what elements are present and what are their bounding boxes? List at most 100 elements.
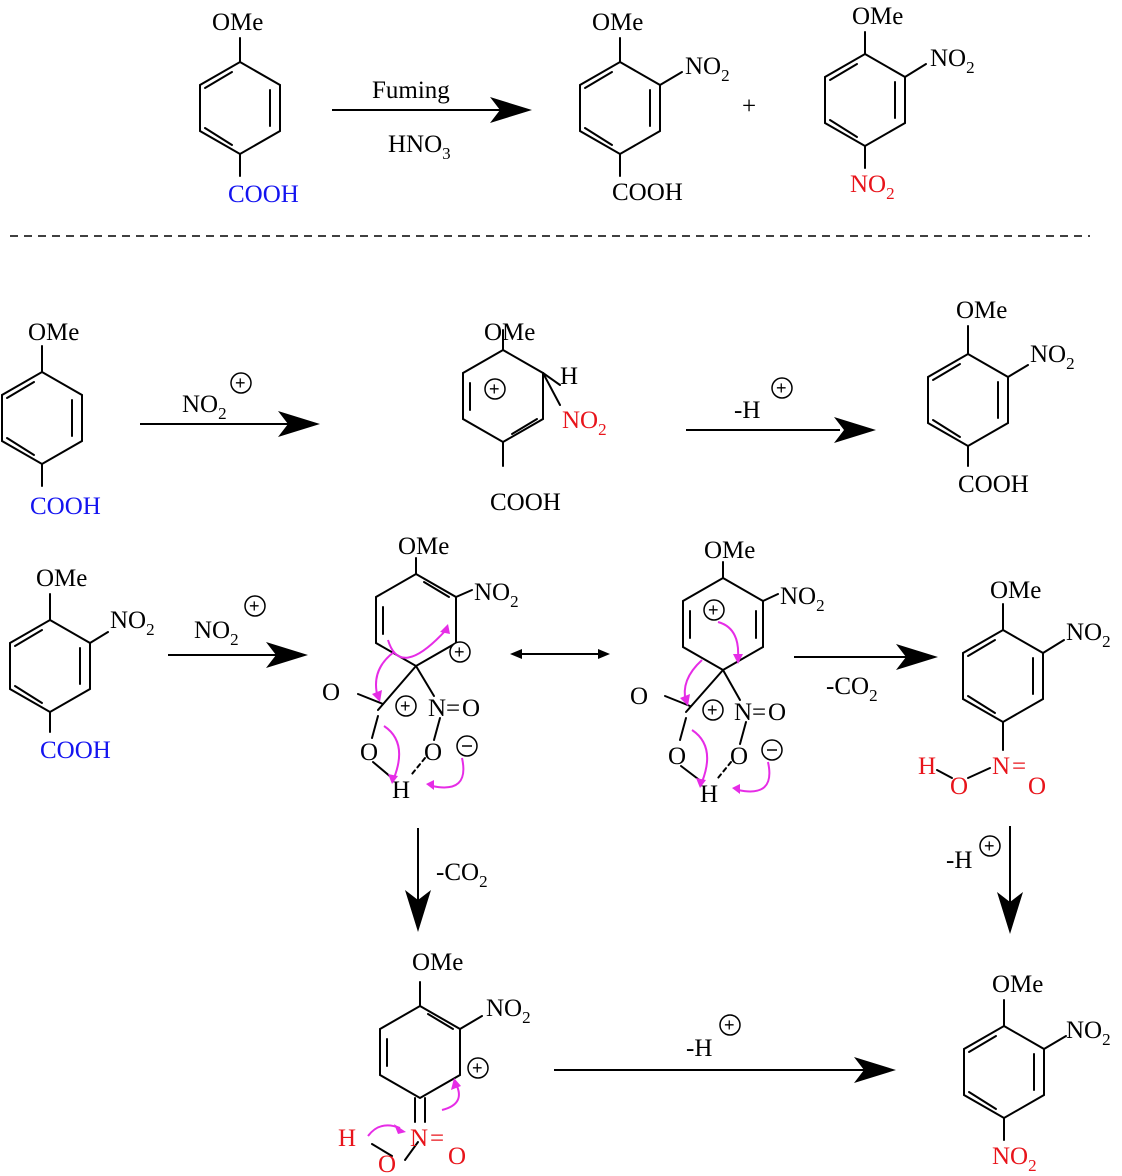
arrow-minus-co2-down: -CO2 bbox=[405, 828, 488, 932]
ome-label: OMe bbox=[36, 565, 87, 592]
ome-label: OMe bbox=[212, 9, 263, 36]
eq-label: = bbox=[430, 1125, 444, 1152]
arrow-fuming-hno3: Fuming HNO3 bbox=[332, 77, 532, 163]
reactant-3-nitro-row2: OMe NO2 COOH bbox=[9, 565, 155, 764]
ome-label: OMe bbox=[28, 319, 79, 346]
no2-label: NO2 bbox=[1066, 1017, 1111, 1049]
cooh-label: COOH bbox=[40, 737, 111, 764]
hno3-label: HNO3 bbox=[388, 131, 451, 163]
product-2-4-dinitro-final: OMe NO2 NO2 bbox=[963, 971, 1111, 1175]
ome-label: OMe bbox=[592, 9, 643, 36]
nitronium-label: NO2 bbox=[182, 391, 227, 423]
carbonyl-o-label: O bbox=[630, 683, 648, 710]
o-label: O bbox=[950, 773, 968, 800]
svg-text:+: + bbox=[454, 642, 465, 662]
arrow-nitronium-row2: NO2 + bbox=[168, 595, 308, 668]
cooh-label: COOH bbox=[228, 181, 299, 208]
h-label: H bbox=[918, 753, 936, 780]
o-label: O bbox=[378, 1151, 396, 1176]
no2-label: NO2 bbox=[486, 995, 531, 1027]
arrow-minus-h-down: -H + bbox=[946, 826, 1023, 934]
hydroxyl-o-label: O bbox=[668, 743, 686, 770]
h-label: H bbox=[560, 363, 578, 390]
arrow-minus-h-row3: -H + bbox=[554, 1014, 896, 1083]
no2-label: NO2 bbox=[685, 53, 730, 85]
no2-red-label: NO2 bbox=[850, 171, 895, 203]
no2-label: NO2 bbox=[930, 45, 975, 77]
svg-text:+: + bbox=[707, 700, 718, 720]
svg-text:+: + bbox=[489, 379, 500, 399]
eq-label: = bbox=[1012, 753, 1026, 780]
no2-label: NO2 bbox=[1030, 341, 1075, 373]
ome-label: OMe bbox=[398, 533, 449, 560]
o-label: O bbox=[448, 1143, 466, 1170]
no2-label: NO2 bbox=[1066, 619, 1111, 651]
minus-co2-label: -CO2 bbox=[826, 673, 878, 705]
minus-h-label: -H bbox=[946, 847, 972, 874]
arrow-minus-co2-row2: -CO2 bbox=[794, 644, 938, 705]
svg-text:+: + bbox=[472, 1058, 483, 1078]
curly-arrows-c bbox=[367, 1078, 461, 1137]
no2-label: NO2 bbox=[474, 579, 519, 611]
h-label: H bbox=[338, 1125, 356, 1152]
minus-h-label: -H bbox=[734, 397, 760, 424]
no2-label: NO2 bbox=[780, 583, 825, 615]
nitrite-o-label: O bbox=[730, 743, 748, 770]
product-2-4-dinitro-top: OMe NO2 NO2 bbox=[824, 3, 975, 203]
minus-h-label: -H bbox=[686, 1035, 712, 1062]
ome-label: OMe bbox=[956, 297, 1007, 324]
ome-label: OMe bbox=[412, 949, 463, 976]
nitrite-o-label: O bbox=[424, 739, 442, 766]
minus-co2-label: -CO2 bbox=[436, 859, 488, 891]
h-label: H bbox=[392, 777, 410, 804]
product-3-nitro-row1: OMe NO2 COOH bbox=[927, 297, 1075, 498]
reactant-anisic-acid-top: OMe COOH bbox=[199, 9, 299, 208]
n-label: N bbox=[992, 753, 1010, 780]
aryl-nitro-acid-product: OMe NO2 N = O O H bbox=[918, 577, 1111, 800]
curly-arrows-b bbox=[680, 621, 771, 794]
no2-label: NO2 bbox=[110, 607, 155, 639]
ome-label: OMe bbox=[992, 971, 1043, 998]
plus-sign: + bbox=[742, 93, 756, 120]
svg-text:+: + bbox=[235, 373, 246, 393]
hydroxyl-o-label: O bbox=[360, 739, 378, 766]
o-label: O bbox=[1028, 773, 1046, 800]
ome-label: OMe bbox=[852, 3, 903, 30]
reactant-anisic-acid-row1: OMe COOH bbox=[1, 319, 101, 520]
svg-text:+: + bbox=[249, 596, 260, 616]
ipso-intermediate-b: OMe NO2 O N = O O O H + + bbox=[630, 537, 825, 808]
n-label: N bbox=[410, 1125, 428, 1152]
cooh-label: COOH bbox=[612, 179, 683, 206]
svg-text:+: + bbox=[400, 696, 411, 716]
o-label: O bbox=[462, 695, 480, 722]
sigma-complex-row1: OMe H NO2 + COOH bbox=[462, 319, 607, 516]
eq-label: = bbox=[446, 695, 460, 722]
ome-label: OMe bbox=[704, 537, 755, 564]
svg-text:+: + bbox=[724, 1015, 735, 1035]
svg-text:+: + bbox=[776, 378, 787, 398]
ome-label: OMe bbox=[990, 577, 1041, 604]
no2-red-label: NO2 bbox=[992, 1143, 1037, 1175]
h-label: H bbox=[700, 781, 718, 808]
o-label: O bbox=[768, 699, 786, 726]
cooh-label: COOH bbox=[958, 471, 1029, 498]
cooh-label: COOH bbox=[30, 493, 101, 520]
eq-label: = bbox=[752, 699, 766, 726]
cooh-label: COOH bbox=[490, 489, 561, 516]
arrow-minus-h-row1: -H + bbox=[686, 377, 876, 443]
resonance-arrow bbox=[510, 649, 610, 659]
curly-arrows-a bbox=[372, 624, 465, 790]
n-label: N bbox=[428, 695, 446, 722]
svg-text:+: + bbox=[984, 836, 995, 856]
nitronium-label: NO2 bbox=[194, 617, 239, 649]
arrow-nitronium-row1: NO2 + bbox=[140, 372, 320, 437]
svg-text:+: + bbox=[708, 600, 719, 620]
product-3-nitro-top: OMe NO2 COOH bbox=[579, 9, 730, 206]
carbonyl-o-label: O bbox=[322, 679, 340, 706]
n-label: N bbox=[734, 699, 752, 726]
no2-red-label: NO2 bbox=[562, 407, 607, 439]
ome-label: OMe bbox=[484, 319, 535, 346]
ipso-intermediate-a: OMe NO2 O N = O O O H + + bbox=[322, 533, 519, 804]
fuming-label: Fuming bbox=[372, 77, 450, 104]
